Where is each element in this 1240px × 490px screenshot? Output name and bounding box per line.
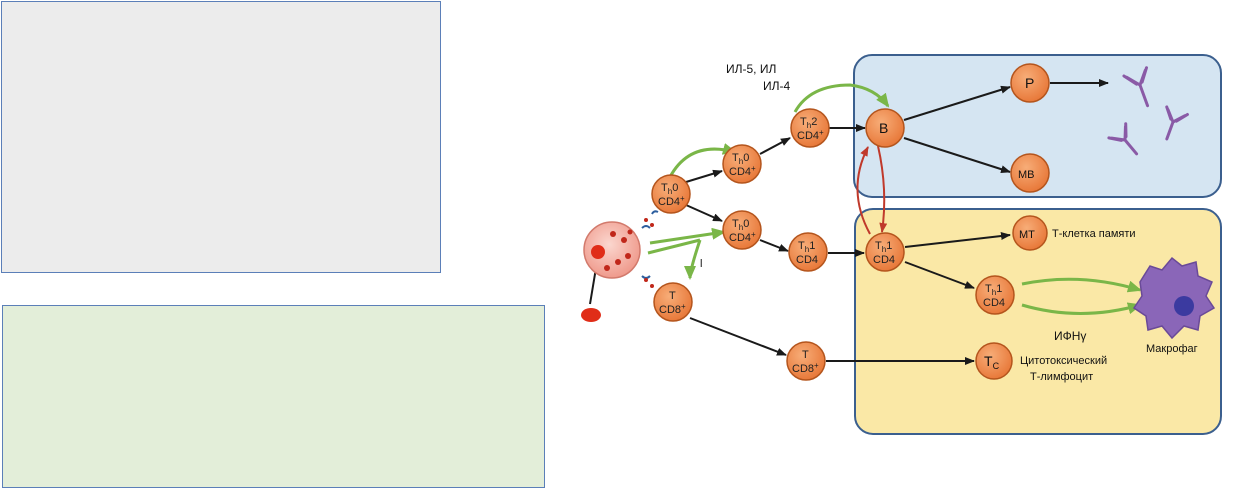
red-arrow-b-to-th1 bbox=[877, 145, 888, 233]
cell-th1-center: Th1 CD4 bbox=[865, 232, 905, 272]
red-arrow-th1-to-b bbox=[856, 146, 871, 235]
cell-th0-mid-upper: Th0 CD4+ bbox=[722, 144, 762, 184]
il-label-line1: ИЛ-5, ИЛ bbox=[726, 62, 776, 76]
cell-p: P bbox=[1010, 63, 1050, 103]
cell-mt: MT bbox=[1012, 215, 1048, 251]
cell-b: B bbox=[865, 108, 905, 148]
svg-text:CD4: CD4 bbox=[983, 297, 1005, 309]
cell-t-cd8-left: T CD8+ bbox=[653, 282, 693, 322]
svg-text:T: T bbox=[802, 349, 809, 361]
arrow-th1-to-th1lower bbox=[904, 261, 975, 289]
svg-text:TC: TC bbox=[984, 353, 1000, 371]
macrophage-icon bbox=[1132, 256, 1216, 340]
arrow-th0top-to-th0mid bbox=[685, 204, 723, 222]
svg-text:MB: MB bbox=[1018, 169, 1035, 181]
svg-text:T: T bbox=[669, 290, 676, 302]
cytotoxic-label-line1: Цитотоксический bbox=[1020, 355, 1107, 367]
antigen bbox=[581, 308, 601, 322]
cell-tc: TC bbox=[975, 342, 1013, 380]
svg-text:CD4+: CD4+ bbox=[729, 230, 756, 244]
svg-text:Th1: Th1 bbox=[875, 240, 892, 254]
cell-t-cd8-right: T CD8+ bbox=[786, 341, 826, 381]
arrow-th0mid-to-th1 bbox=[759, 239, 789, 252]
antigen-presenting-cell bbox=[583, 221, 641, 279]
green-arrow-th0top bbox=[668, 143, 737, 178]
svg-text:Th2: Th2 bbox=[800, 116, 817, 130]
cell-th2: Th2 CD4+ bbox=[790, 108, 830, 148]
b-cell-region bbox=[853, 54, 1222, 198]
memory-cell-label: Т-клетка памяти bbox=[1052, 228, 1136, 240]
ifng-label: ИФНγ bbox=[1054, 329, 1086, 343]
green-arrow-il-to-b bbox=[793, 83, 890, 113]
svg-text:CD4+: CD4+ bbox=[797, 128, 824, 142]
svg-text:Th0: Th0 bbox=[732, 218, 749, 232]
svg-text:CD8+: CD8+ bbox=[792, 361, 819, 375]
green-arrow-th1-macrophage-lower bbox=[1021, 302, 1142, 315]
svg-text:Th0: Th0 bbox=[732, 152, 749, 166]
green-text-panel bbox=[2, 305, 545, 488]
arrow-th0top-to-th0 bbox=[685, 169, 723, 183]
svg-text:B: B bbox=[879, 120, 888, 136]
svg-text:MT: MT bbox=[1019, 229, 1035, 241]
stray-mark: l bbox=[700, 258, 702, 270]
receptor-marks bbox=[641, 210, 659, 279]
cytotoxic-label-line2: Т-лимфоцит bbox=[1030, 371, 1093, 383]
cell-th0-top: Th0 CD4+ bbox=[651, 174, 691, 214]
svg-text:CD4+: CD4+ bbox=[658, 194, 685, 208]
svg-text:CD4+: CD4+ bbox=[729, 164, 756, 178]
arrow-b-to-mb bbox=[903, 137, 1011, 174]
cell-th1-lower: Th1 CD4 bbox=[975, 275, 1015, 315]
macrophage-label: Макрофаг bbox=[1146, 343, 1198, 355]
svg-text:Th1: Th1 bbox=[985, 283, 1002, 297]
t-cell-region bbox=[854, 208, 1222, 435]
green-arrow-apc-cd8 bbox=[647, 238, 700, 278]
peptide-marks bbox=[644, 218, 654, 288]
gray-text-panel bbox=[1, 1, 441, 273]
svg-text:P: P bbox=[1025, 75, 1034, 91]
arrow-th1-to-mt bbox=[904, 232, 1011, 248]
arrow-b-to-p bbox=[903, 85, 1011, 121]
svg-text:Th0: Th0 bbox=[661, 182, 678, 196]
cell-th1-left: Th1 CD4 bbox=[788, 232, 828, 272]
svg-text:CD4: CD4 bbox=[873, 254, 895, 266]
svg-text:CD8+: CD8+ bbox=[659, 302, 686, 316]
arrow-tcd8-to-tcd8 bbox=[689, 317, 787, 356]
cell-th0-mid-lower: Th0 CD4+ bbox=[722, 210, 762, 250]
green-arrow-th1-macrophage-upper bbox=[1021, 277, 1142, 293]
arrow-th0-to-th2 bbox=[759, 137, 791, 155]
il-label-line2: ИЛ-4 bbox=[763, 79, 790, 93]
svg-text:CD4: CD4 bbox=[796, 254, 818, 266]
cell-mb: MB bbox=[1010, 153, 1050, 193]
green-arrow-apc-th0 bbox=[649, 227, 726, 245]
svg-text:Th1: Th1 bbox=[798, 240, 815, 254]
antibody-icons bbox=[1107, 66, 1189, 156]
